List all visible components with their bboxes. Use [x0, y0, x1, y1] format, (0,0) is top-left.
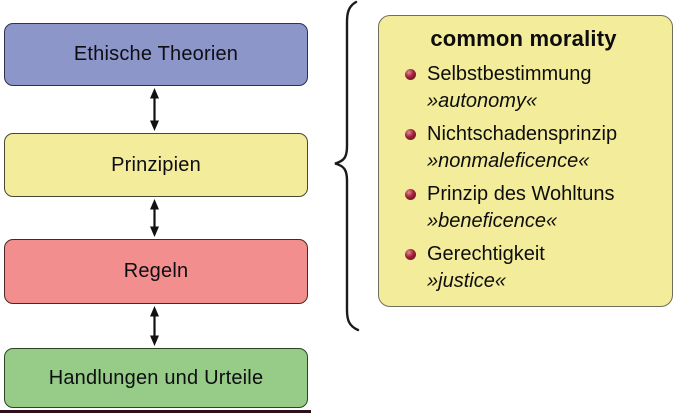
box-ethische-theorien-label: Ethische Theorien [73, 43, 239, 65]
list-item-selbstbestimmung: Selbstbestimmung »autonomy« [405, 61, 662, 115]
box-handlungen-und-urteile-label: Handlungen und Urteile [48, 366, 264, 389]
box-handlungen-und-urteile: Handlungen und Urteile [4, 348, 308, 408]
bullet-icon [405, 249, 416, 260]
principle-english: »nonmaleficence« [427, 150, 590, 172]
double-arrow-icon [150, 306, 159, 346]
principle-english: »justice« [427, 270, 506, 292]
bullet-icon [405, 129, 416, 140]
box-regeln: Regeln [4, 239, 308, 304]
bullet-icon [405, 69, 416, 80]
cropped-bottom-edge [0, 410, 311, 413]
list-item-text: Nichtschadensprinzip »nonmaleficence« [427, 121, 617, 175]
principle-english: »beneficence« [427, 210, 558, 232]
principle-term: Gerechtigkeit [427, 243, 545, 265]
annotation-title: common morality [430, 26, 617, 51]
box-prinzipien-label: Prinzipien [111, 153, 201, 176]
common-morality-box: common morality Selbstbestimmung »autono… [378, 15, 673, 307]
box-ethische-theorien: Ethische Theorien [4, 23, 308, 86]
curly-brace-icon [334, 0, 360, 332]
list-item-prinzip-des-wohltuns: Prinzip des Wohltuns »beneficence« [405, 181, 662, 235]
principle-term: Selbstbestimmung [427, 63, 592, 85]
double-arrow-icon [150, 199, 159, 237]
box-prinzipien: Prinzipien [4, 133, 308, 197]
list-item-gerechtigkeit: Gerechtigkeit »justice« [405, 241, 662, 295]
list-item-text: Prinzip des Wohltuns »beneficence« [427, 181, 615, 235]
principle-term: Nichtschadensprinzip [427, 123, 618, 145]
principle-term: Prinzip des Wohltuns [427, 183, 615, 205]
bullet-icon [405, 189, 416, 200]
list-item-text: Gerechtigkeit »justice« [427, 241, 545, 295]
list-item-nichtschadensprinzip: Nichtschadensprinzip »nonmaleficence« [405, 121, 662, 175]
list-item-text: Selbstbestimmung »autonomy« [427, 61, 592, 115]
box-regeln-label: Regeln [123, 260, 189, 282]
principle-english: »autonomy« [427, 90, 538, 112]
double-arrow-icon [150, 88, 159, 131]
